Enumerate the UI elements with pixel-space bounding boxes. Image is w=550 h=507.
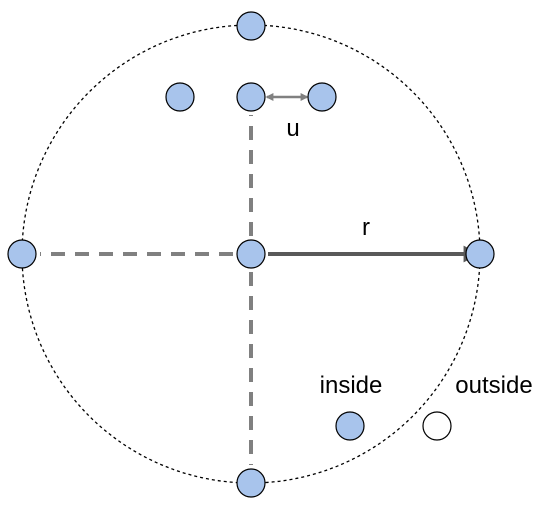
label-r: r [362, 214, 370, 241]
node-top [236, 11, 266, 41]
label-outside: outside [455, 372, 532, 399]
node-upper-right [307, 82, 337, 112]
node-bottom [236, 468, 266, 498]
node-left [7, 239, 37, 269]
node-right [465, 239, 495, 269]
node-inside-example [335, 411, 365, 441]
node-center [236, 239, 266, 269]
label-inside: inside [320, 372, 383, 399]
label-u: u [286, 115, 299, 142]
node-upper-left [165, 82, 195, 112]
node-outside-example [422, 411, 452, 441]
node-upper-center [236, 82, 266, 112]
nodes [7, 11, 495, 498]
